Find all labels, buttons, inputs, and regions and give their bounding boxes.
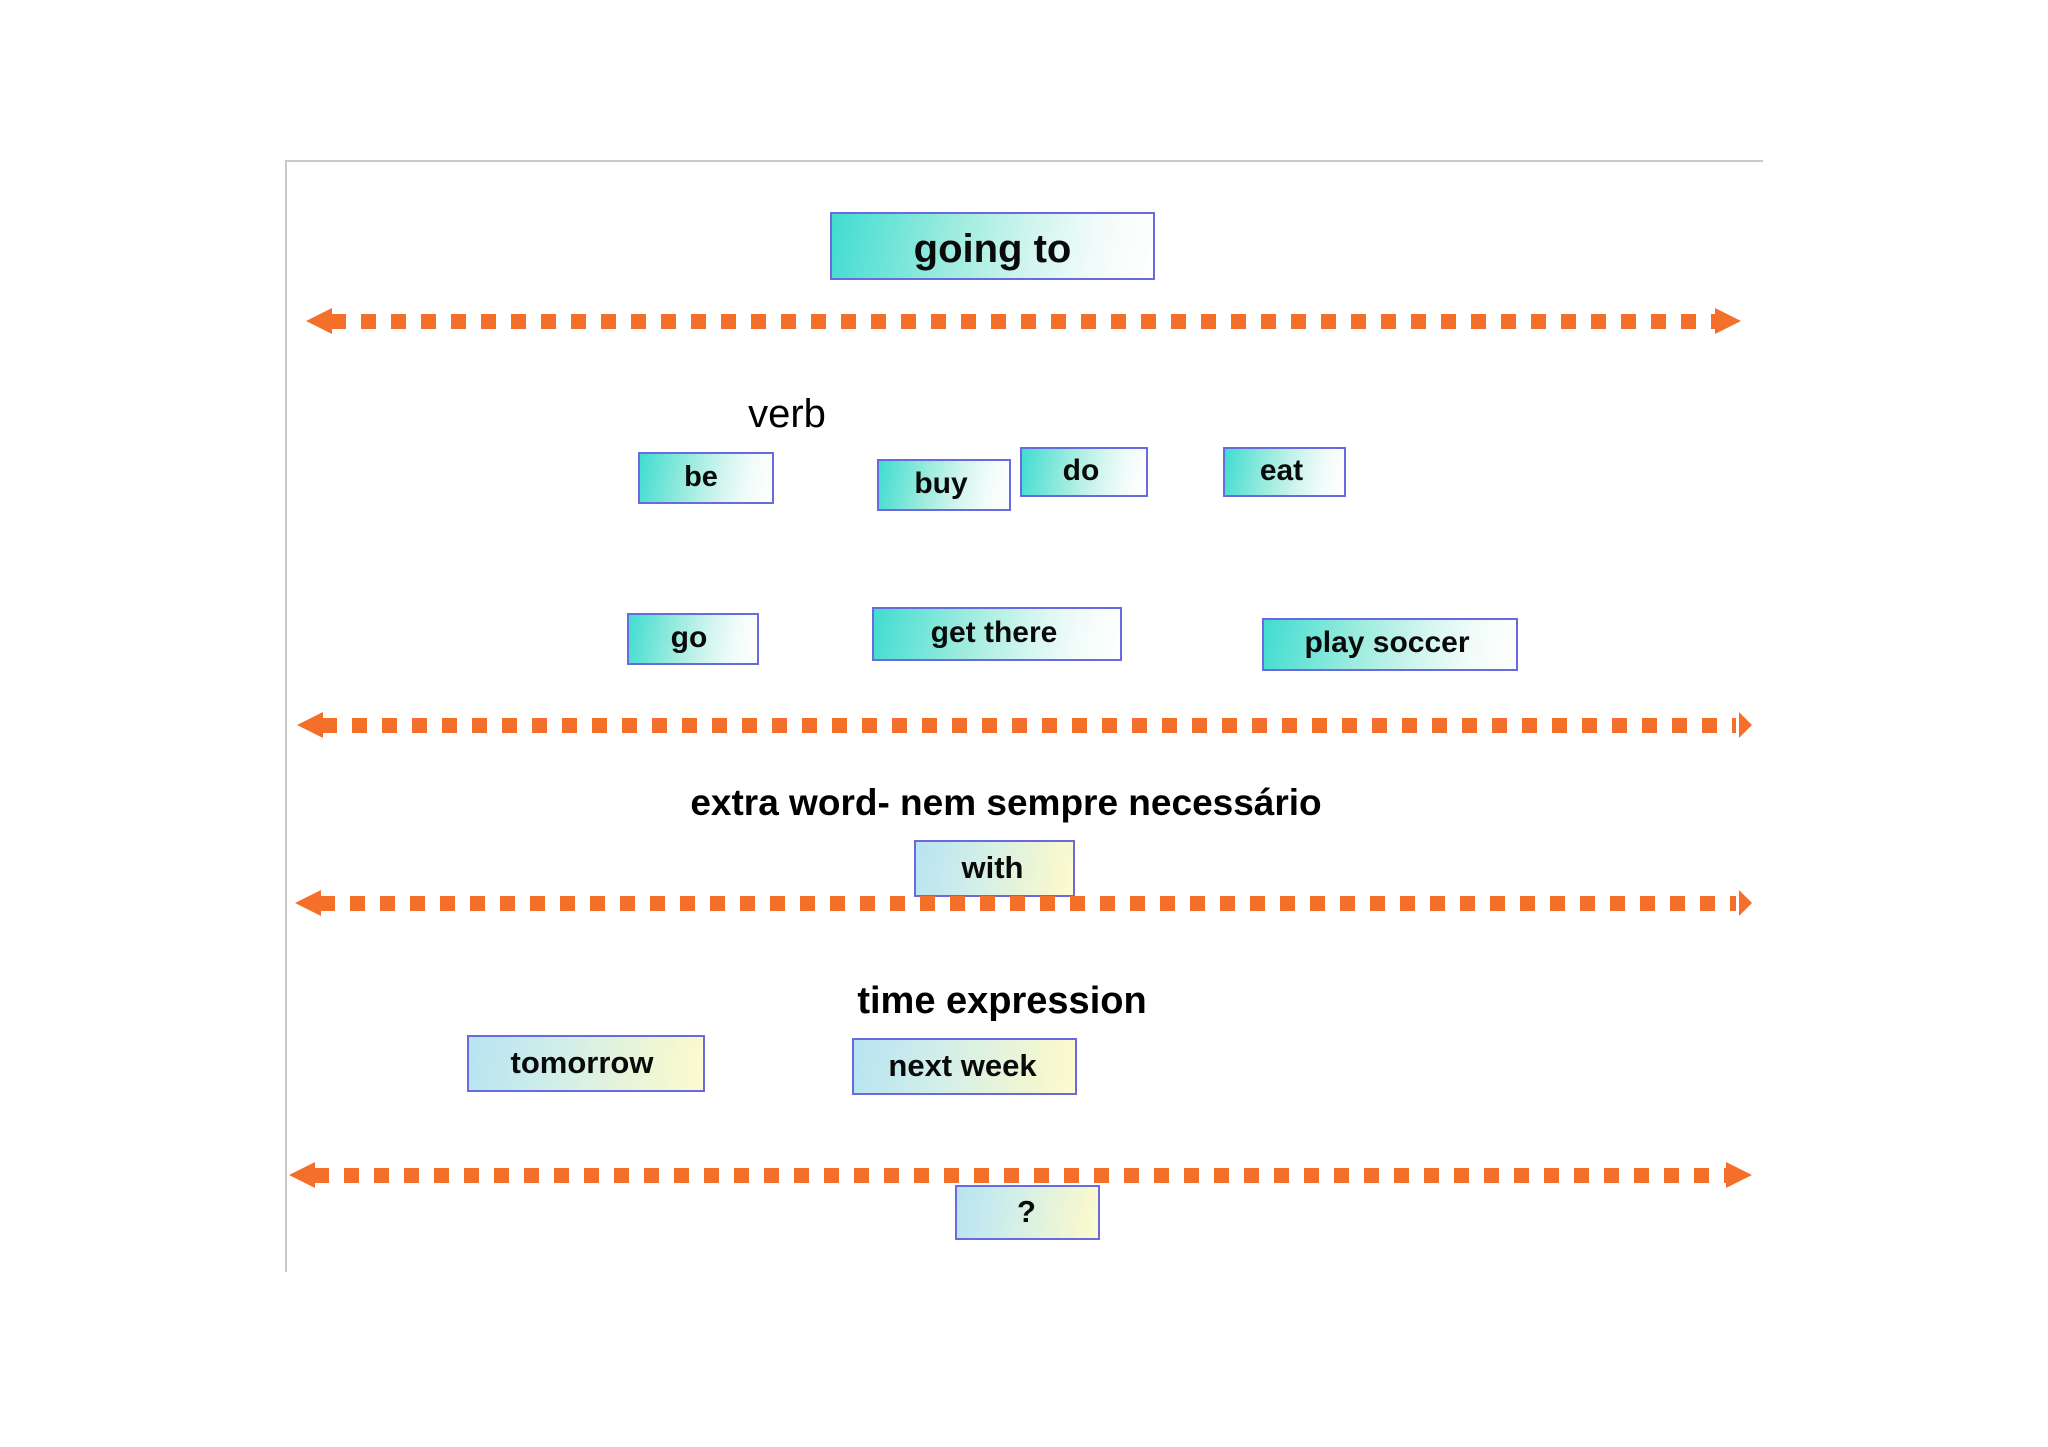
word-box-tomorrow[interactable]: tomorrow <box>467 1035 705 1092</box>
section-caption-extra-word: extra word- nem sempre necessário <box>690 782 1322 823</box>
divider-after-time-expression <box>289 1162 1752 1188</box>
word-box-label: next week <box>888 1048 1037 1083</box>
word-box-play-soccer[interactable]: play soccer <box>1262 618 1518 671</box>
arrow-head-right-icon <box>1739 712 1752 738</box>
word-box-next-week[interactable]: next week <box>852 1038 1077 1095</box>
word-box-label: be <box>684 461 718 493</box>
divider-after-extra-word <box>295 890 1752 916</box>
slide-frame: going to verb be buy do eat go get there… <box>285 160 1763 1272</box>
word-box-be[interactable]: be <box>638 452 774 504</box>
word-box-label: do <box>1062 454 1100 487</box>
word-box-go[interactable]: go <box>627 613 759 665</box>
arrow-head-left-icon <box>297 712 323 738</box>
word-box-eat[interactable]: eat <box>1223 447 1346 497</box>
dotted-line <box>322 718 1736 733</box>
arrow-head-right-icon <box>1726 1162 1752 1188</box>
word-box-label: play soccer <box>1304 626 1470 659</box>
word-box-get-there[interactable]: get there <box>872 607 1122 661</box>
word-box-label: eat <box>1259 454 1304 487</box>
arrow-head-left-icon <box>306 308 332 334</box>
section-caption-verb: verb <box>748 392 826 436</box>
word-box-label: with <box>961 850 1024 885</box>
word-box-do[interactable]: do <box>1020 447 1148 497</box>
dotted-line <box>314 1168 1727 1183</box>
word-box-label: ? <box>1017 1194 1036 1229</box>
dotted-line <box>331 314 1716 329</box>
arrow-head-right-icon <box>1739 890 1752 916</box>
arrow-head-right-icon <box>1715 308 1741 334</box>
word-box-label: tomorrow <box>510 1045 654 1080</box>
word-box-label: get there <box>930 616 1058 649</box>
word-box-label: go <box>670 621 708 654</box>
word-box-label: going to <box>913 227 1072 271</box>
word-box-with[interactable]: with <box>914 840 1075 897</box>
word-box-buy[interactable]: buy <box>877 459 1011 511</box>
arrow-head-left-icon <box>295 890 321 916</box>
dotted-line <box>320 896 1736 911</box>
divider-after-verbs <box>297 712 1752 738</box>
word-box-label: buy <box>914 467 968 500</box>
word-box-question[interactable]: ? <box>955 1185 1100 1240</box>
divider-after-title <box>306 308 1741 334</box>
word-box-going-to[interactable]: going to <box>830 212 1155 280</box>
section-caption-time-expression: time expression <box>857 980 1147 1022</box>
arrow-head-left-icon <box>289 1162 315 1188</box>
